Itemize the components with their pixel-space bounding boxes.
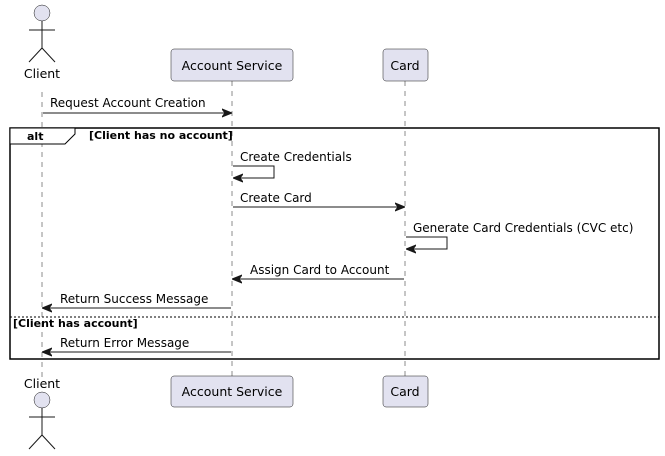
account-service-label-top: Account Service (182, 58, 283, 73)
client-actor-top: Client (24, 4, 60, 81)
account-service-box-bottom: Account Service (170, 375, 294, 408)
alt-keyword: alt (27, 130, 43, 143)
actor-head-icon (33, 4, 51, 22)
client-actor-bottom: Client (24, 376, 60, 450)
account-service-box-top: Account Service (170, 48, 294, 82)
alt-fragment-frame (9, 127, 660, 360)
message-arrow-create-credentials (233, 165, 275, 178)
client-label-top: Client (24, 66, 60, 81)
card-box-top: Card (382, 48, 429, 82)
message-label-return-error: Return Error Message (60, 336, 189, 350)
card-label-bottom: Card (390, 384, 419, 399)
card-box-bottom: Card (382, 375, 429, 408)
message-label-create-card: Create Card (240, 191, 312, 205)
alt-guard-has-account: [Client has account] (13, 317, 138, 330)
actor-head-icon (33, 391, 51, 409)
message-label-request-account-creation: Request Account Creation (50, 96, 206, 110)
message-arrow-generate-card-credentials (406, 236, 448, 249)
message-label-assign-card: Assign Card to Account (250, 263, 390, 277)
card-label-top: Card (390, 58, 419, 73)
alt-fragment-tab (9, 127, 76, 145)
message-label-create-credentials: Create Credentials (240, 150, 352, 164)
account-service-label-bottom: Account Service (182, 384, 283, 399)
client-label-bottom: Client (24, 376, 60, 391)
message-label-generate-card-credentials: Generate Card Credentials (CVC etc) (413, 221, 633, 235)
alt-guard-no-account: [Client has no account] (89, 129, 233, 142)
message-label-return-success: Return Success Message (60, 292, 208, 306)
